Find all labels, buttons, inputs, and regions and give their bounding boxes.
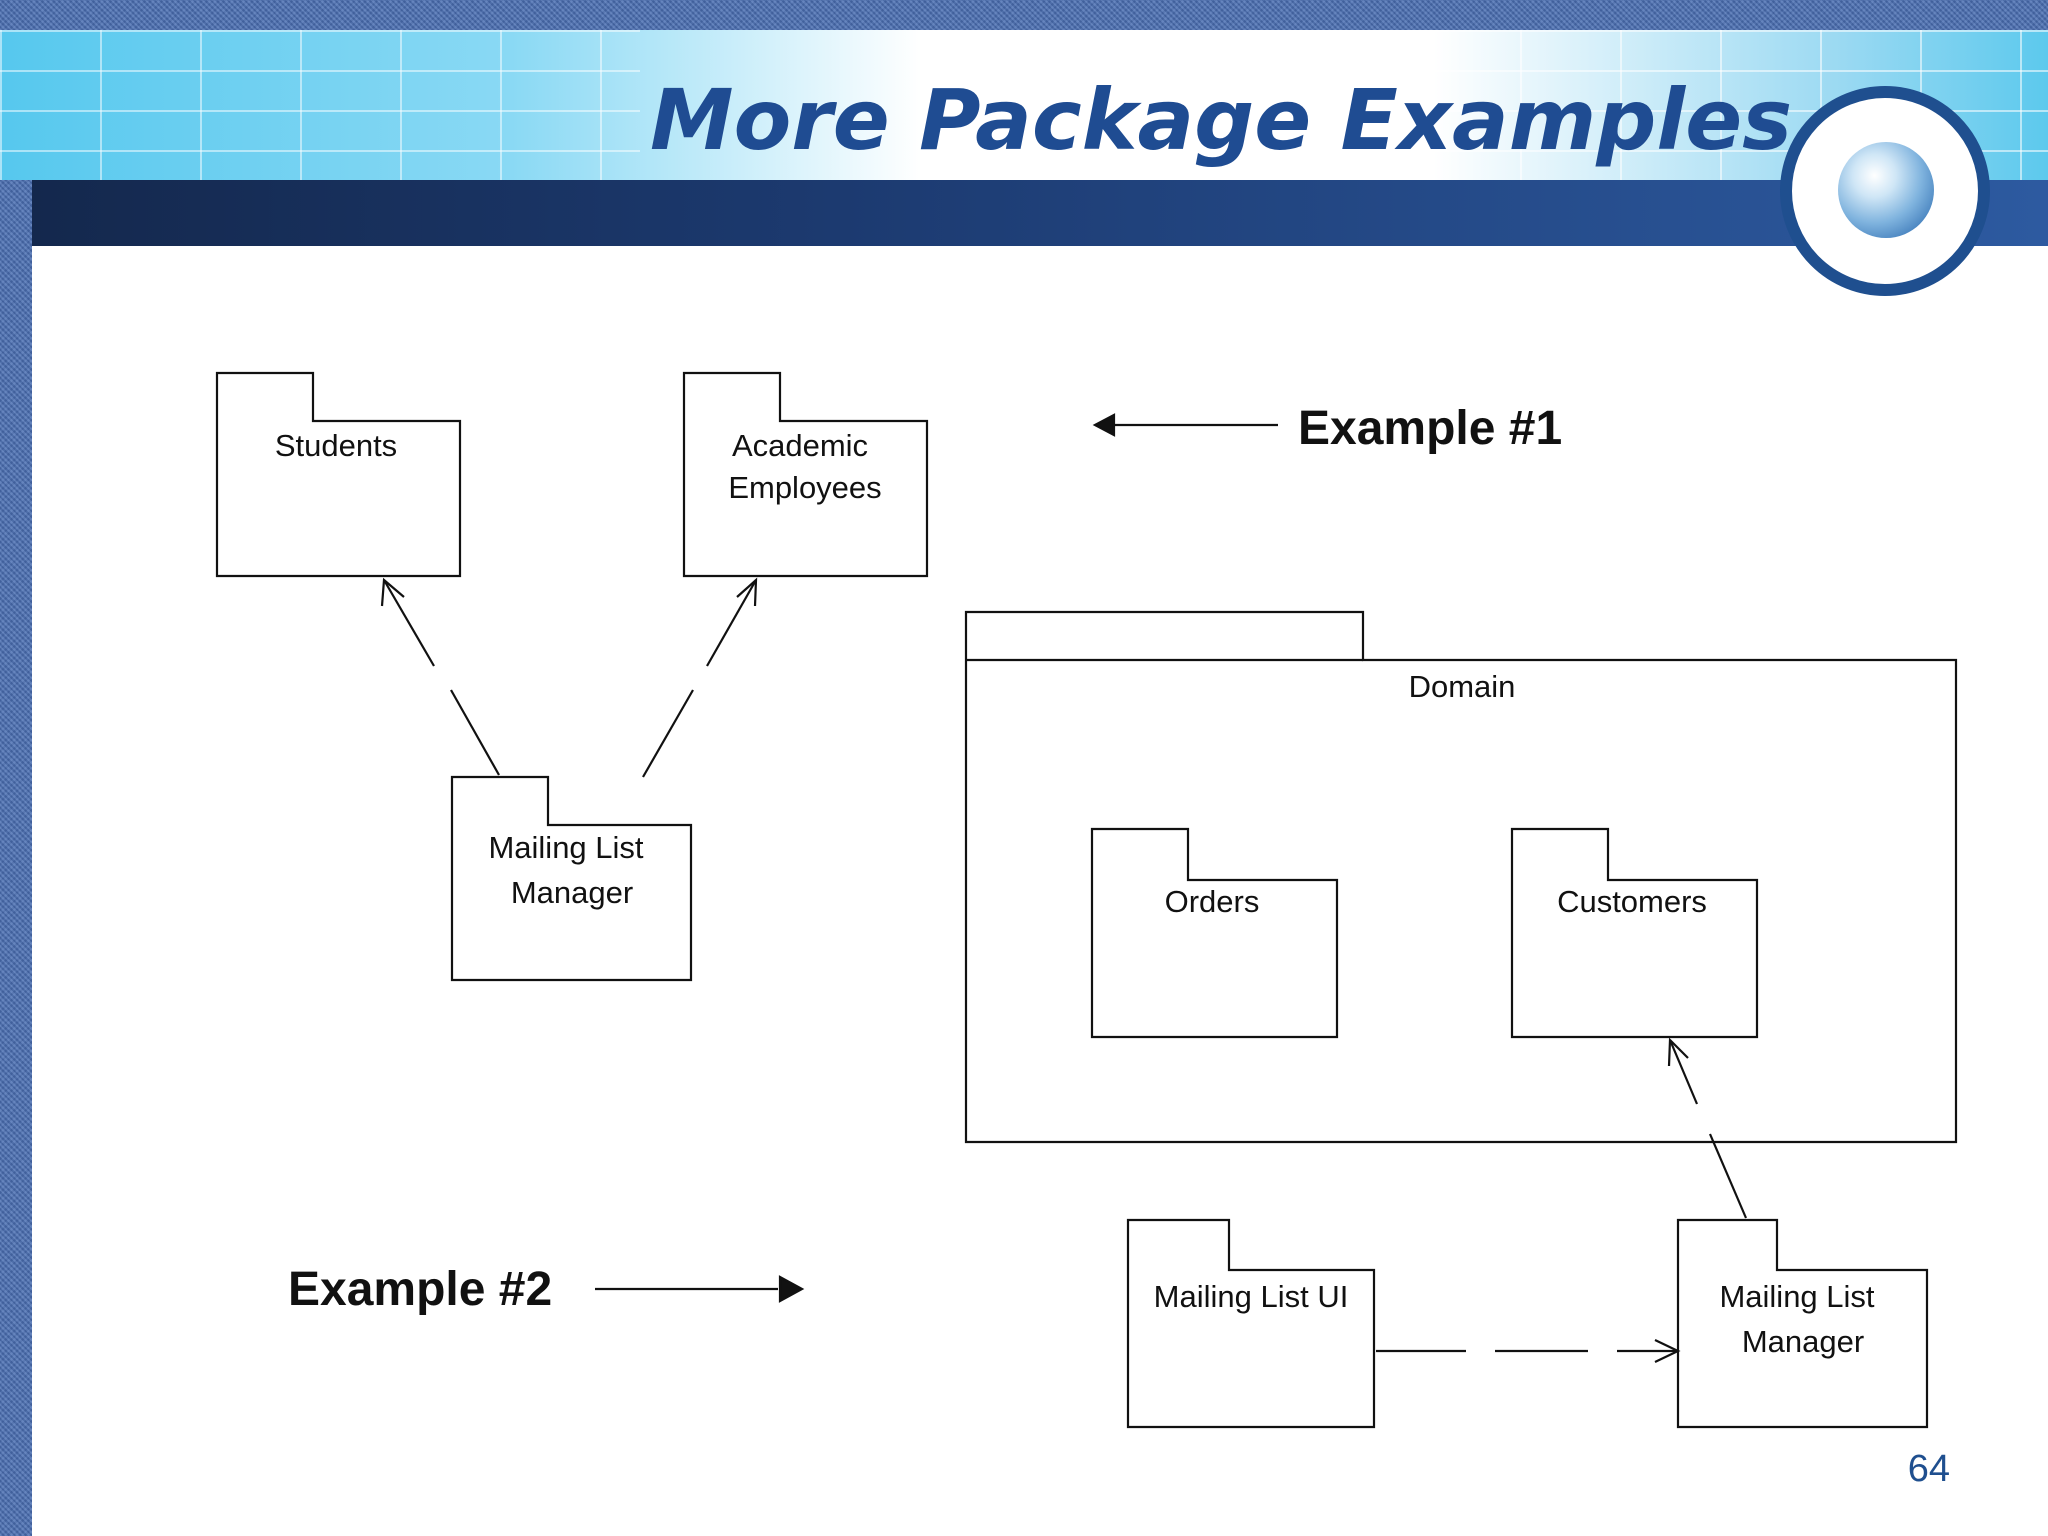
page-number: 64 — [1907, 1448, 1950, 1490]
mailing-list-manager-1-label-line2: Manager — [511, 875, 633, 910]
globe-logo-ring — [1780, 86, 1990, 296]
academic-employees-label-line1: Academic — [732, 428, 868, 463]
students-label: Students — [275, 428, 397, 463]
example-1-label: Example #1 — [1298, 402, 1562, 455]
package-mailing-list-ui — [1126, 1218, 1376, 1429]
dependency-arrow-manager-to-customers — [1667, 1037, 1748, 1219]
header-grid-left — [0, 30, 640, 180]
globe-icon — [1838, 142, 1934, 238]
dependency-arrow-ui-to-manager — [1376, 1339, 1681, 1363]
orders-label: Orders — [1165, 884, 1260, 919]
package-domain — [964, 610, 1958, 1144]
dependency-arrow-to-students — [380, 577, 500, 776]
example-2-label: Example #2 — [288, 1263, 552, 1316]
package-orders — [1090, 827, 1339, 1039]
example-2-pointer-arrow — [595, 1275, 805, 1303]
mailing-list-manager-2-label-line1: Mailing List — [1719, 1279, 1874, 1314]
mailing-list-manager-2-label-line2: Manager — [1742, 1324, 1864, 1359]
package-students — [215, 371, 462, 578]
domain-label: Domain — [1409, 669, 1516, 704]
dependency-arrow-to-academic — [642, 577, 758, 778]
customers-label: Customers — [1557, 884, 1707, 919]
example-1-pointer-arrow — [1092, 413, 1278, 437]
slide-content-area — [32, 246, 2048, 1536]
academic-employees-label-line2: Employees — [728, 470, 881, 505]
mailing-list-ui-label: Mailing List UI — [1154, 1279, 1349, 1314]
mailing-list-manager-1-label-line1: Mailing List — [488, 830, 643, 865]
header-dark-bar — [32, 180, 2048, 246]
package-academic-employees — [682, 371, 929, 578]
slide-title: More Package Examples — [650, 71, 1793, 169]
package-mailing-list-manager-2 — [1676, 1218, 1929, 1429]
package-mailing-list-manager-1 — [450, 775, 693, 982]
package-customers — [1510, 827, 1759, 1039]
